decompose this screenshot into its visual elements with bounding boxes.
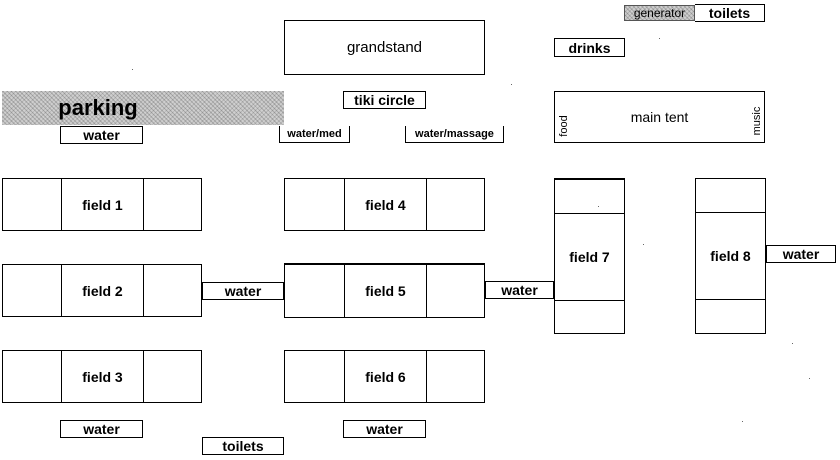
generator-label: generator: [624, 5, 695, 21]
field-3: field 3: [2, 350, 202, 403]
parking: parking: [2, 91, 284, 125]
main-tent: main tent: [554, 91, 765, 143]
field-7: field 7: [554, 178, 625, 334]
water-field8: water: [766, 245, 836, 263]
water-between-5-7: water: [485, 281, 554, 299]
speck: [659, 38, 660, 39]
speck: [511, 84, 512, 85]
speck: [598, 206, 599, 207]
water-massage: water/massage: [405, 126, 504, 143]
speck: [643, 244, 644, 245]
water-bottom-left: water: [60, 420, 143, 438]
grandstand: grandstand: [284, 20, 485, 75]
speck: [809, 378, 810, 379]
tiki-circle: tiki circle: [343, 91, 426, 109]
music-label: music: [751, 106, 763, 136]
field-5: field 5: [284, 263, 485, 318]
drinks: drinks: [554, 38, 625, 57]
speck: [132, 69, 133, 70]
field-2: field 2: [2, 264, 202, 317]
speck: [792, 343, 793, 344]
water-med: water/med: [279, 126, 350, 143]
food-label: food: [558, 115, 570, 137]
field-4: field 4: [284, 178, 485, 231]
water-bottom-mid: water: [343, 420, 426, 438]
toilets-top: toilets: [695, 4, 765, 22]
water-parking: water: [60, 126, 143, 144]
toilets-bottom: toilets: [202, 437, 284, 455]
field-8: field 8: [695, 178, 766, 334]
field-1: field 1: [2, 178, 202, 231]
speck: [742, 421, 743, 422]
water-between-2-5: water: [202, 282, 284, 300]
field-6: field 6: [284, 350, 485, 403]
